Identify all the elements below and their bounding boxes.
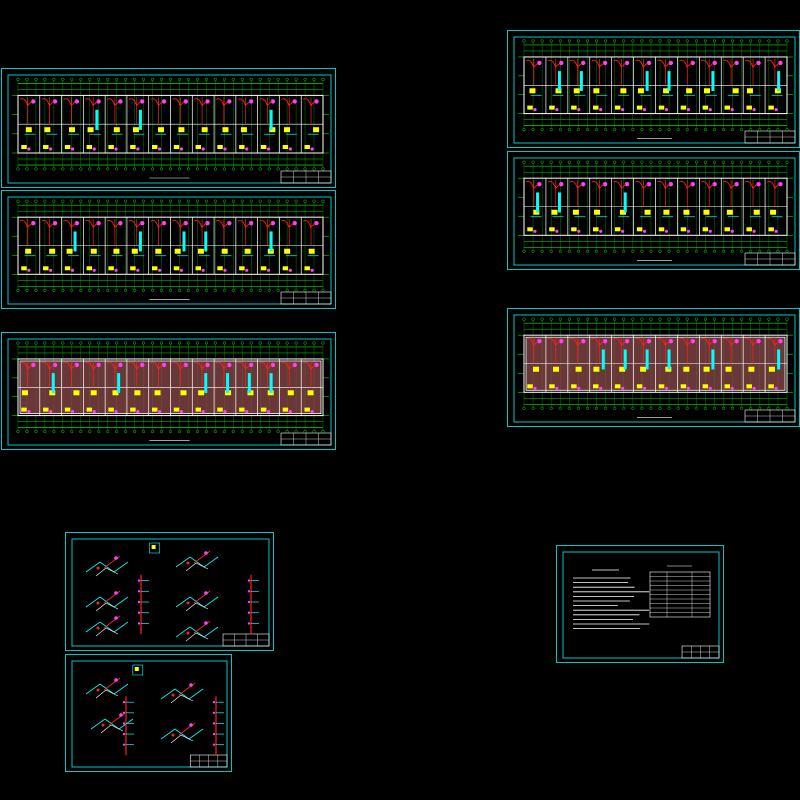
drawing-sheet-plan-d [507,30,800,148]
building-walls [17,94,324,154]
system-diagram-drawing [71,660,228,768]
plumbing-fixtures [525,180,783,233]
plumbing-fixtures [19,97,320,151]
title-block [280,432,332,446]
plumbing-fixtures [19,219,319,272]
title-block [280,291,332,305]
title-block [744,252,796,266]
inner-border [7,196,332,305]
detail-box [149,542,160,554]
inner-border [562,551,720,659]
inner-border [513,36,796,144]
detail-box [132,664,144,676]
inner-border [7,338,332,446]
building-walls [523,334,788,393]
inner-border [71,538,270,647]
floor-plan-drawing [513,36,796,144]
roof-plan-drawing [513,314,796,423]
plumbing-fixtures [19,360,319,414]
title-block [744,130,796,144]
drawing-sheet-notes [556,545,724,663]
inner-border [513,314,796,423]
drawing-sheet-plan-b [1,190,336,309]
building-walls [523,177,788,236]
title-block [189,754,228,768]
detail-fill [134,667,139,671]
drawing-sheet-plan-a [1,68,336,188]
floor-plan-drawing [513,157,796,266]
title-block [222,633,270,647]
building-walls [523,56,788,115]
drawing-sheet-iso-b [65,654,232,772]
system-diagram-drawing [71,538,270,647]
inner-border [71,660,228,768]
drawing-sheet-iso-a [65,532,274,651]
building-walls [17,216,324,275]
drawing-sheet-plan-c [1,332,336,450]
inner-border [7,74,332,184]
plumbing-fixtures [525,58,783,112]
title-block [280,170,332,184]
notes-text-lines [573,569,650,629]
floor-plan-drawing [7,196,332,305]
legend-table [649,565,711,618]
drawing-sheet-plan-e [507,151,800,270]
design-notes-drawing [562,551,720,659]
floor-plan-drawing [7,74,332,184]
detail-fill [151,545,156,549]
axis-grid [12,341,329,434]
plumbing-fixtures [525,337,783,390]
pipe-isometrics [85,542,259,642]
title-block [681,645,720,659]
pipe-isometrics [85,664,224,756]
roof-plan-drawing [7,338,332,446]
inner-border [513,157,796,266]
building-walls [17,358,324,417]
drawing-sheet-plan-f [507,308,800,427]
title-block [744,409,796,423]
